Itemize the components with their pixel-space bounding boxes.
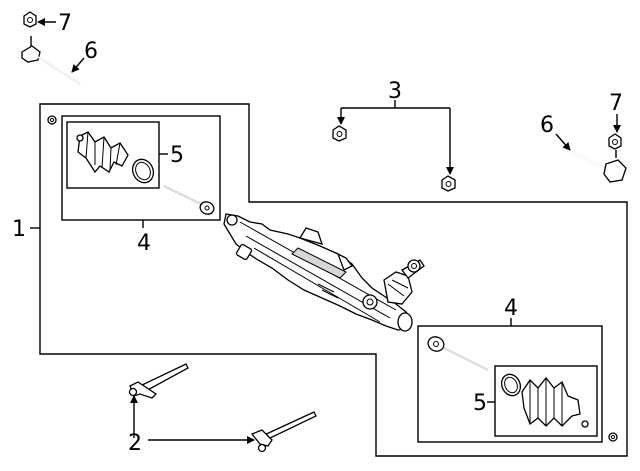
outer-tie-rod-end-left bbox=[21, 36, 81, 85]
nut-right bbox=[608, 133, 622, 150]
frame-bolt-bottom-right bbox=[608, 432, 618, 442]
callout-6-right: 6 bbox=[540, 113, 554, 138]
clamp-ring-top bbox=[131, 158, 155, 184]
boot-box-bottom bbox=[494, 365, 598, 437]
kit-box-bottom bbox=[417, 325, 603, 443]
boot-box-top bbox=[66, 121, 160, 189]
inner-tie-rod-bottom bbox=[427, 336, 489, 371]
bellows-boot-bottom bbox=[521, 376, 589, 428]
callout-6-left-arrow bbox=[71, 57, 85, 73]
callout-1: 1 bbox=[12, 217, 26, 242]
bellows-boot-top bbox=[76, 131, 129, 174]
nut-3-right bbox=[441, 175, 456, 192]
nut-3-left bbox=[332, 125, 347, 142]
clamp-ring-bottom-inner bbox=[504, 376, 518, 394]
callout-7-left: 7 bbox=[58, 11, 72, 36]
assembly-outline bbox=[39, 103, 628, 457]
clip-left bbox=[128, 363, 189, 399]
callout-5-top: 5 bbox=[170, 143, 184, 168]
nut-left bbox=[23, 11, 37, 28]
callout-4-bottom: 4 bbox=[504, 296, 518, 321]
callout-7-right: 7 bbox=[609, 91, 623, 116]
frame-bolt-top-left bbox=[47, 115, 57, 125]
clamp-ring-bottom bbox=[500, 373, 522, 397]
callout-5-bottom: 5 bbox=[473, 391, 487, 416]
inner-tie-rod-top bbox=[163, 185, 215, 215]
steering-rack-housing bbox=[223, 213, 425, 332]
kit-box-top bbox=[61, 115, 221, 221]
clip-right bbox=[250, 411, 317, 453]
callout-6-left: 6 bbox=[84, 39, 98, 64]
outer-tie-rod-end-right bbox=[563, 147, 627, 183]
callout-3: 3 bbox=[388, 79, 402, 104]
clamp-ring-top-inner bbox=[135, 161, 151, 181]
callout-6-right-arrow bbox=[555, 133, 571, 151]
callout-2: 2 bbox=[128, 431, 142, 456]
callout-4-top: 4 bbox=[137, 231, 151, 256]
